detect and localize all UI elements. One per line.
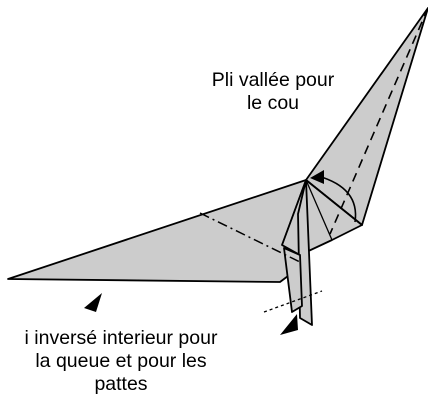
neck-flap <box>305 7 428 226</box>
body-wing <box>7 179 307 283</box>
neck-fold-caption: Pli vallée pour le cou <box>183 69 363 115</box>
fold-line <box>305 179 363 226</box>
fold-arrow-curve <box>317 175 357 223</box>
fold-line <box>305 179 333 241</box>
fold-line <box>281 179 307 246</box>
tail-caption-line-3: pattes <box>94 373 148 395</box>
tail-caption-line-1: i inversé interieur pour <box>24 327 218 349</box>
leg-arrowhead-icon <box>280 314 298 335</box>
tail-caption-line-2: la queue et pour les <box>35 350 207 372</box>
leg-reverse-fold-line <box>263 290 323 313</box>
reverse-fold-line <box>199 212 301 263</box>
tail-fold-caption: i inversé interieur pour la queue et pou… <box>0 327 302 396</box>
arrow-head <box>310 170 324 184</box>
neck-caption-line-1: Pli vallée pour <box>211 69 335 91</box>
valley-fold-line <box>329 7 428 235</box>
leg-back <box>283 247 303 313</box>
neck-caption-line-2: le cou <box>246 92 300 114</box>
tail-arrowhead-icon <box>84 293 102 312</box>
